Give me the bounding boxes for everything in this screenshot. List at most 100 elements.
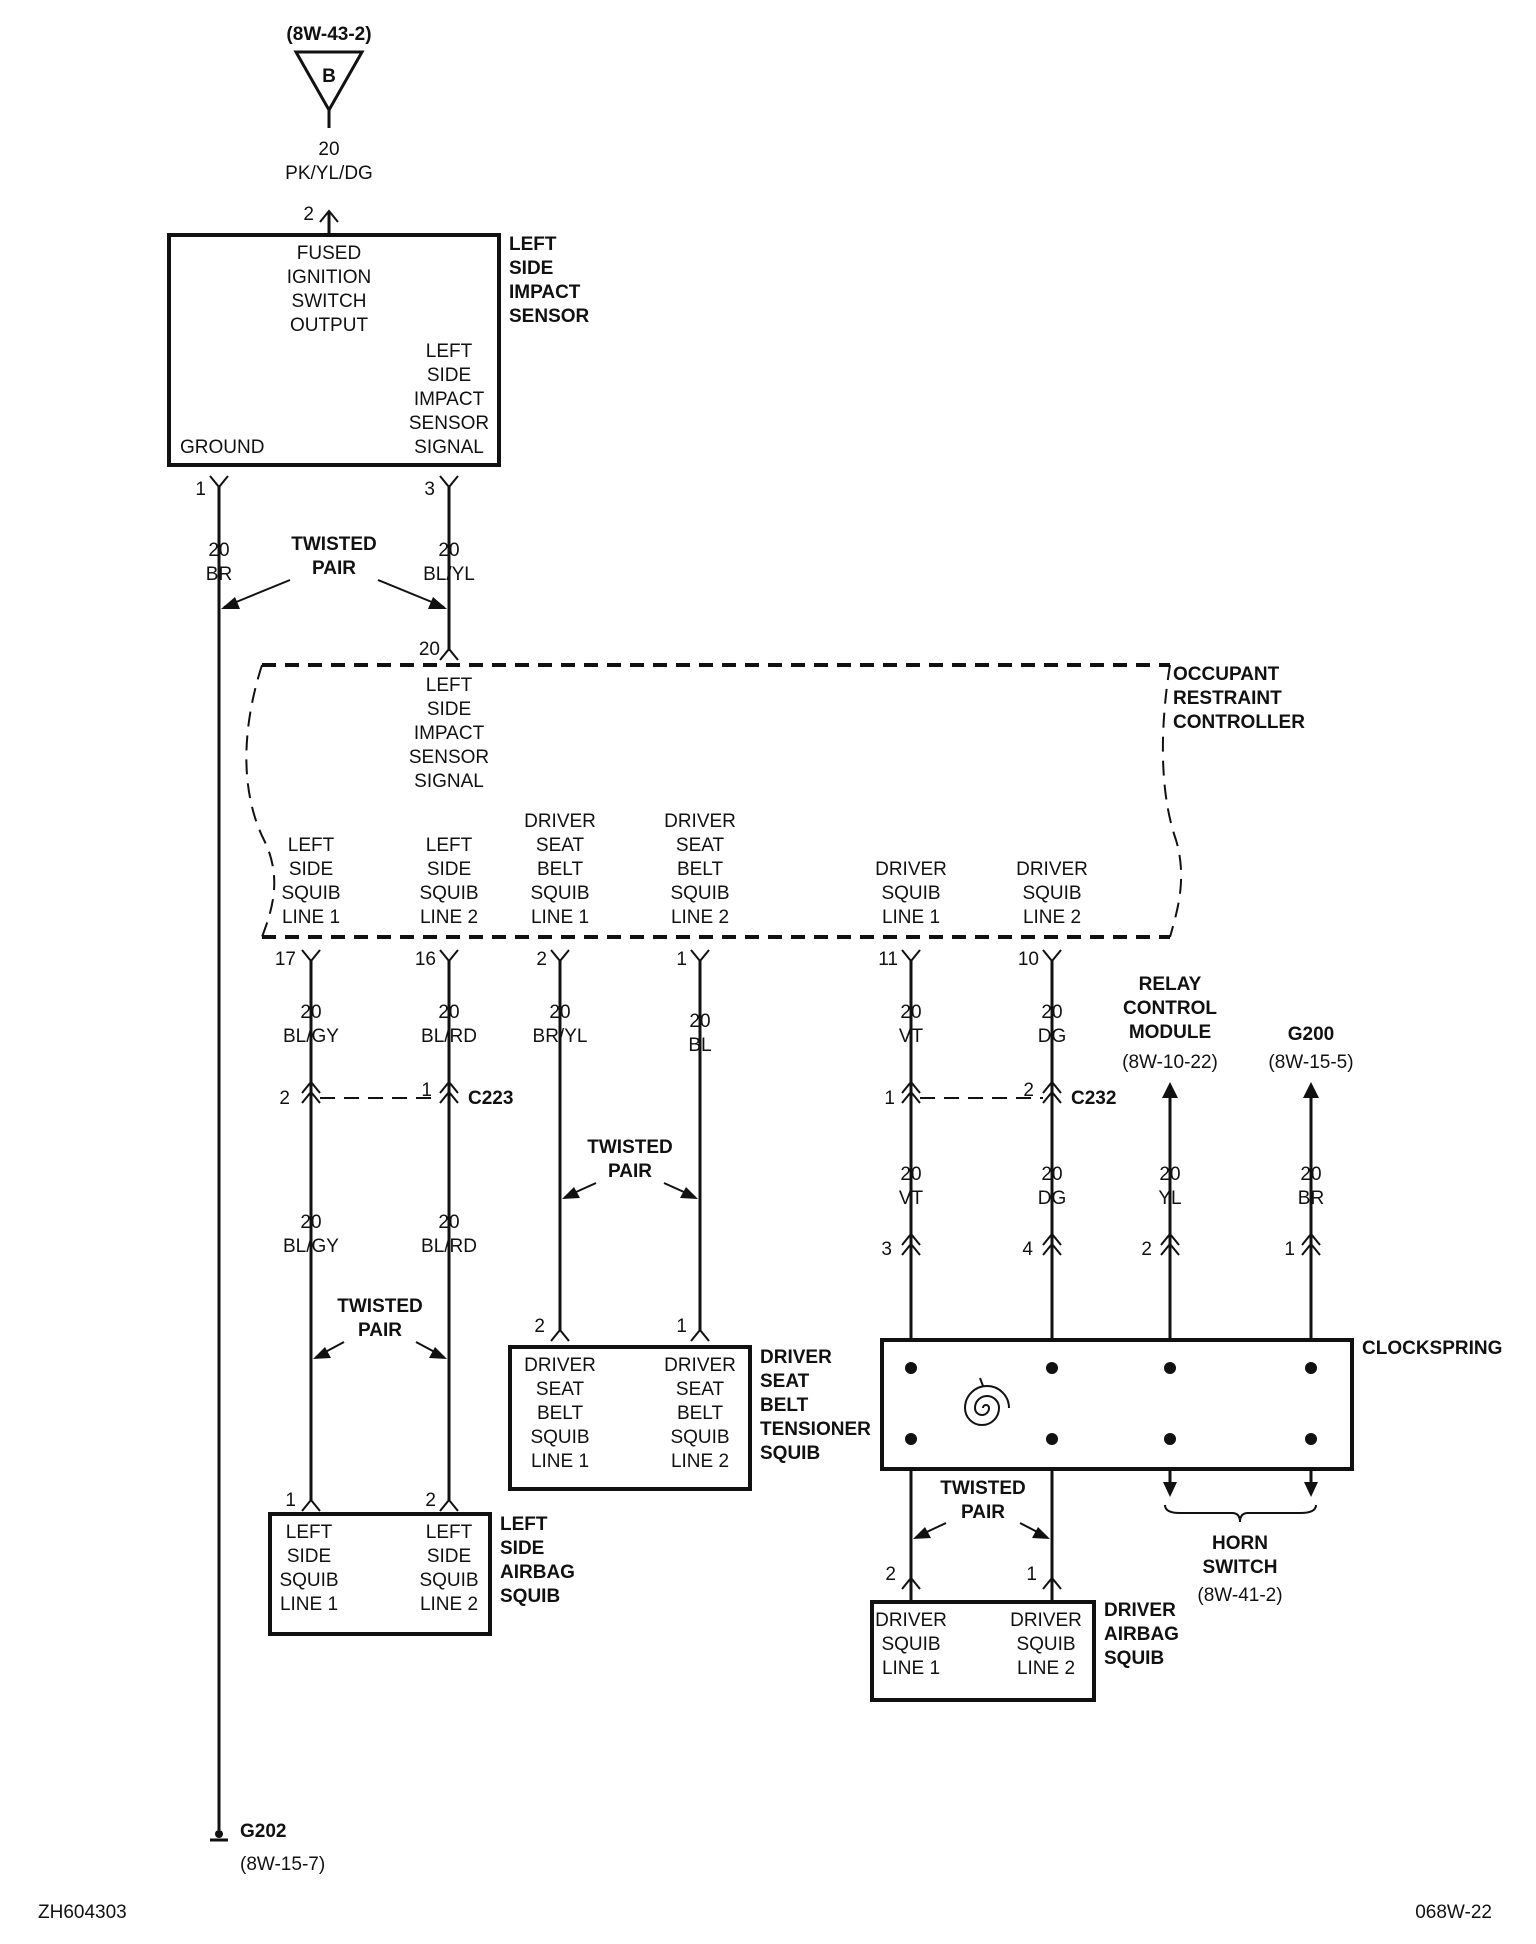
orc-signal-label: SIDE bbox=[427, 699, 471, 720]
twisted-pair-arrowhead bbox=[429, 1347, 447, 1359]
twisted-pair-label: TWISTED bbox=[291, 534, 377, 555]
left-side-impact-sensor-name: SENSOR bbox=[509, 306, 590, 327]
wire-gauge: 20 bbox=[1041, 1164, 1062, 1185]
das-l1-label: LINE 1 bbox=[882, 1658, 940, 1679]
twisted-pair-label: PAIR bbox=[358, 1320, 402, 1341]
wire-gauge: 20 bbox=[900, 1002, 921, 1023]
g200-connector bbox=[1301, 1232, 1321, 1246]
dsbt-name: DRIVER bbox=[760, 1347, 832, 1368]
relay-name: CONTROL bbox=[1123, 998, 1217, 1019]
lsas-name: SQUIB bbox=[500, 1586, 560, 1607]
g200-connector bbox=[1301, 1242, 1321, 1256]
sensor-signal-label: SENSOR bbox=[409, 413, 489, 434]
orc-signal-label: SENSOR bbox=[409, 747, 489, 768]
c223-connector-b bbox=[439, 1080, 459, 1094]
twisted-pair-label: TWISTED bbox=[587, 1137, 673, 1158]
lsas-name: SIDE bbox=[500, 1538, 544, 1559]
das-pin: 1 bbox=[1026, 1564, 1037, 1585]
dsbt-name: BELT bbox=[760, 1395, 809, 1416]
ground-label: GROUND bbox=[180, 437, 264, 458]
twisted-pair-arrowhead bbox=[562, 1187, 580, 1199]
top-wire-connector bbox=[319, 209, 339, 223]
clockspring-box bbox=[880, 1338, 1354, 1471]
orc-ds2-label: SQUIB bbox=[1022, 883, 1081, 904]
clockspring-terminal bbox=[1164, 1362, 1176, 1374]
lsas-pin: 2 bbox=[425, 1490, 436, 1511]
lsas-l1-label: SIDE bbox=[287, 1546, 331, 1567]
orc-pin: 1 bbox=[676, 949, 687, 970]
lsas-name: AIRBAG bbox=[500, 1562, 575, 1583]
signal-pin: 3 bbox=[424, 479, 435, 500]
orc-pin-connector bbox=[550, 949, 570, 963]
relay-name: MODULE bbox=[1129, 1022, 1211, 1043]
das-name: AIRBAG bbox=[1104, 1624, 1179, 1645]
orc-pin-connector bbox=[690, 949, 710, 963]
twisted-pair-label: TWISTED bbox=[940, 1478, 1026, 1499]
c232-name: C232 bbox=[1071, 1088, 1116, 1109]
dsbt-name: SQUIB bbox=[760, 1443, 820, 1464]
orc-dsb2-label: DRIVER bbox=[664, 811, 736, 832]
twisted-pair-label: PAIR bbox=[608, 1161, 652, 1182]
clockspring-spiral-icon bbox=[963, 1377, 1010, 1426]
ground-wire-color: BR bbox=[206, 564, 232, 585]
c223-name: C223 bbox=[468, 1088, 513, 1109]
sensor-signal-label: LEFT bbox=[426, 341, 473, 362]
relay-pin: 2 bbox=[1141, 1239, 1152, 1260]
g202-ground-symbol bbox=[215, 1830, 223, 1838]
wire-color: BR/YL bbox=[533, 1026, 588, 1047]
clockspring-name: CLOCKSPRING bbox=[1362, 1338, 1502, 1359]
orc-boundary-right bbox=[1161, 664, 1183, 938]
das-l2-label: DRIVER bbox=[1010, 1610, 1082, 1631]
dsbt-pin-connector bbox=[690, 1328, 710, 1342]
twisted-pair-arrowhead bbox=[913, 1527, 931, 1539]
sensor-signal-label: IMPACT bbox=[414, 389, 485, 410]
orc-dsb1-label: SQUIB bbox=[530, 883, 589, 904]
wire-gauge: 20 bbox=[300, 1002, 321, 1023]
g202-ref: (8W-15-7) bbox=[240, 1854, 325, 1875]
g202-name: G202 bbox=[240, 1821, 286, 1842]
orc-dsb2-label: BELT bbox=[677, 859, 724, 880]
wire-color: BL/GY bbox=[283, 1026, 339, 1047]
das-pin-connector bbox=[901, 1576, 921, 1590]
wire-color: DG bbox=[1038, 1188, 1067, 1209]
twisted-pair-label: TWISTED bbox=[337, 1296, 423, 1317]
orc-pin: 10 bbox=[1018, 949, 1039, 970]
orc-dsb1-label: BELT bbox=[537, 859, 584, 880]
sensor-signal-label: SIDE bbox=[427, 365, 471, 386]
wire-gauge: 20 bbox=[438, 1212, 459, 1233]
orc-ds1-label: LINE 1 bbox=[882, 907, 940, 928]
orc-pin: 17 bbox=[275, 949, 296, 970]
clockspring-terminal bbox=[1305, 1362, 1317, 1374]
clockspring-terminal bbox=[1046, 1362, 1058, 1374]
clockspring-terminal bbox=[905, 1362, 917, 1374]
wire-color: BL bbox=[688, 1035, 711, 1056]
orc-dsb1-label: DRIVER bbox=[524, 811, 596, 832]
orc-ds2-label: LINE 2 bbox=[1023, 907, 1081, 928]
lsas-l1-label: SQUIB bbox=[279, 1570, 338, 1591]
signal-wire-gauge: 20 bbox=[438, 540, 459, 561]
lsas-pin-connector bbox=[439, 1498, 459, 1512]
orc-signal-label: SIGNAL bbox=[414, 771, 484, 792]
c232-pin: 1 bbox=[884, 1088, 895, 1109]
relay-connector bbox=[1160, 1242, 1180, 1256]
twisted-pair-arrowhead bbox=[428, 597, 447, 609]
orc-lss2-label: SIDE bbox=[427, 859, 471, 880]
orc-name: RESTRAINT bbox=[1173, 688, 1282, 709]
clockspring-pin: 4 bbox=[1022, 1239, 1033, 1260]
dsbt-l2-label: LINE 2 bbox=[671, 1451, 729, 1472]
horn-arrowhead bbox=[1304, 1482, 1318, 1497]
dsbt-l1-label: SQUIB bbox=[530, 1427, 589, 1448]
ground-pin: 1 bbox=[195, 479, 206, 500]
lsas-l1-label: LEFT bbox=[286, 1522, 333, 1543]
das-name: DRIVER bbox=[1104, 1600, 1176, 1621]
signal-pin-connector bbox=[439, 475, 459, 489]
g200-wire-color: BR bbox=[1298, 1188, 1324, 1209]
orc-signal-label: LEFT bbox=[426, 675, 473, 696]
orc-boundary-left bbox=[245, 664, 276, 938]
relay-wire-gauge: 20 bbox=[1159, 1164, 1180, 1185]
fused-label: IGNITION bbox=[287, 267, 371, 288]
top-source-letter: B bbox=[322, 66, 336, 87]
g200-ref: (8W-15-5) bbox=[1268, 1052, 1353, 1073]
orc-name: CONTROLLER bbox=[1173, 712, 1305, 733]
